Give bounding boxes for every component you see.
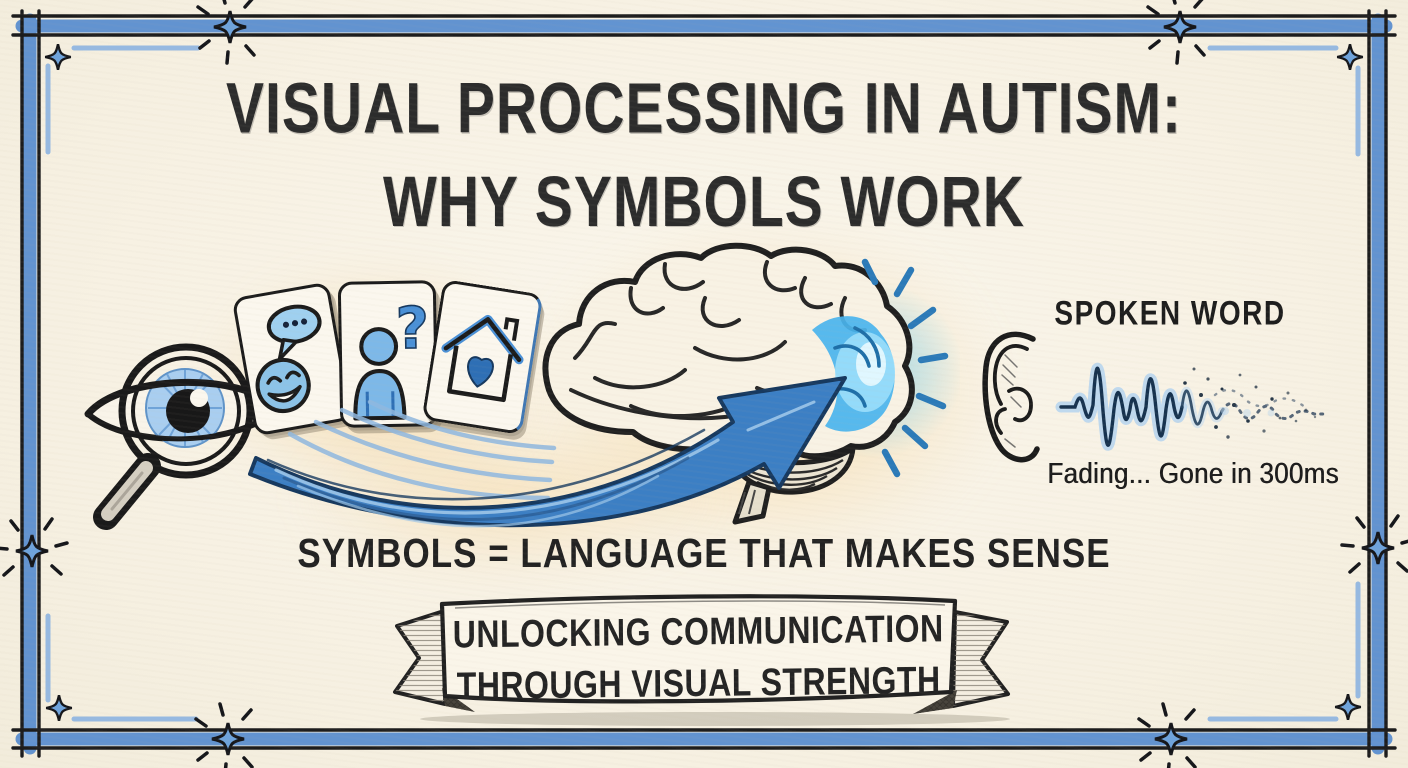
fading-dots	[1183, 367, 1317, 439]
speed-streaks	[287, 399, 557, 501]
page-title: VISUAL PROCESSING IN AUTISM: WHY SYMBOLS…	[0, 62, 1408, 248]
symbol-card-house-heart	[421, 278, 544, 436]
spoken-word-caption: Fading... Gone in 300ms	[1047, 456, 1339, 490]
flow-arrow-icon	[248, 376, 847, 528]
brain-stem	[732, 479, 772, 525]
banner-line-1: UNLOCKING COMMUNICATION	[452, 606, 944, 656]
title-line-1: VISUAL PROCESSING IN AUTISM:	[226, 68, 1182, 149]
tagline: SYMBOLS = LANGUAGE THAT MAKES SENSE	[297, 531, 1111, 577]
ear-soundwave-icon	[982, 331, 1329, 463]
sound-wave	[1055, 362, 1329, 451]
arrow-inner-streaks	[266, 400, 816, 528]
banner-tails	[393, 608, 1010, 708]
symbol-card-smiley-speech	[231, 281, 353, 437]
house-heart-icon	[441, 314, 524, 403]
glow-rays	[861, 258, 949, 478]
smiley-speech-bubble-icon	[255, 304, 322, 414]
banner-plate	[439, 594, 958, 704]
title-line-2: WHY SYMBOLS WORK	[383, 161, 1025, 243]
ribbon-banner	[393, 594, 1010, 726]
banner-line-2: THROUGH VISUAL STRENGTH	[456, 658, 941, 708]
symbol-card-person-question: ?	[337, 280, 439, 428]
banner-text: UNLOCKING COMMUNICATION THROUGH VISUAL S…	[438, 603, 959, 713]
ear-icon	[982, 331, 1040, 463]
question-mark-glyph: ?	[395, 296, 429, 363]
spoken-word-heading: SPOKEN WORD	[1054, 294, 1286, 332]
magnifying-glass	[93, 343, 254, 530]
person-question-icon: ?	[353, 295, 430, 421]
visual-cortex-glow	[812, 316, 895, 432]
